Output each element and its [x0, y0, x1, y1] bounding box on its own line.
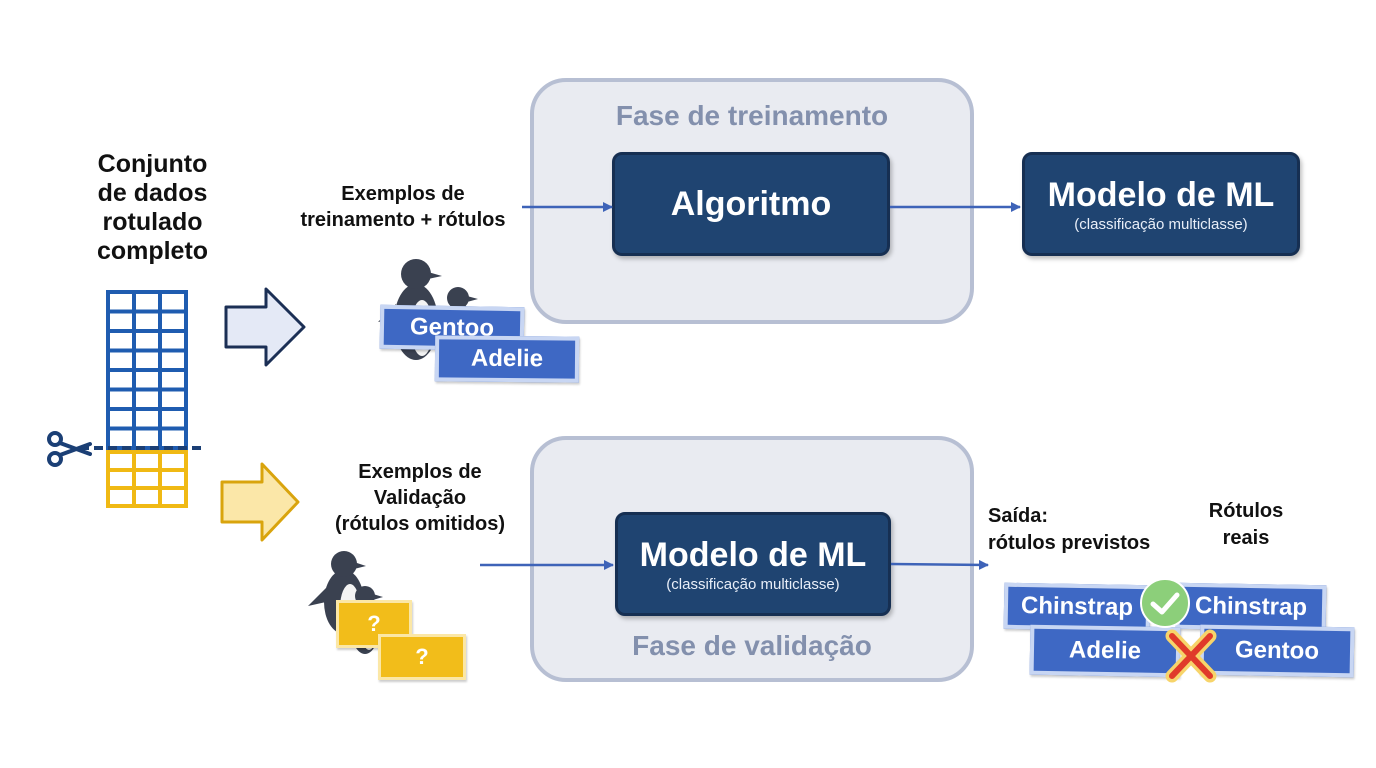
training-examples-label-line: Exemplos de	[341, 183, 465, 205]
table-cell	[110, 430, 132, 446]
actual-label-tag: Chinstrap	[1175, 582, 1327, 632]
table-cell	[162, 454, 184, 468]
actual-label-tag: Gentoo	[1199, 624, 1355, 678]
output-label-line: rótulos previstos	[988, 532, 1151, 554]
validation-examples-label: Exemplos de Validação (rótulos omitidos)	[320, 459, 520, 537]
table-cell	[110, 454, 132, 468]
output-label: Saída: rótulos previstos	[988, 503, 1173, 557]
true-labels-heading-line: Rótulos	[1208, 500, 1284, 522]
training-label-text: Adelie	[470, 344, 544, 373]
trained-model-box: Modelo de ML (classificação multiclasse)	[1022, 152, 1300, 256]
algorithm-label: Algoritmo	[670, 185, 832, 223]
arrow-icon	[220, 462, 300, 542]
table-cell	[136, 454, 158, 468]
actual-label-text: Chinstrap	[1194, 592, 1308, 621]
validation-model-box: Modelo de ML (classificação multiclasse)	[615, 512, 891, 616]
scissors-icon	[47, 431, 92, 467]
training-phase-label: Fase de treinamento	[615, 100, 889, 131]
table-cell	[110, 472, 132, 486]
output-label-line: Saída:	[988, 505, 1049, 527]
hidden-label-text: ?	[367, 611, 381, 636]
table-cell	[162, 472, 184, 486]
table-cell	[162, 352, 184, 368]
table-cell	[136, 333, 158, 349]
validation-rows-table	[106, 450, 188, 508]
table-cell	[136, 372, 158, 388]
predicted-label-text: Adelie	[1068, 636, 1142, 665]
check-icon	[1140, 578, 1190, 628]
table-cell	[110, 333, 132, 349]
table-cell	[162, 333, 184, 349]
table-cell	[136, 391, 158, 407]
true-labels-heading: Rótulos reais	[1196, 498, 1296, 552]
actual-label-text: Gentoo	[1234, 636, 1320, 665]
training-label-tag: Adelie	[434, 335, 580, 383]
validation-examples-label-line: (rótulos omitidos)	[335, 513, 505, 535]
training-examples-label-line: treinamento + rótulos	[300, 209, 506, 231]
table-cell	[162, 372, 184, 388]
table-cell	[136, 352, 158, 368]
hidden-label-tag: ?	[378, 634, 466, 680]
table-cell	[162, 430, 184, 446]
table-cell	[162, 490, 184, 504]
true-labels-heading-line: reais	[1222, 527, 1270, 549]
validation-examples-label-line: Exemplos de	[358, 461, 482, 483]
trained-model-title: Modelo de ML	[1047, 175, 1275, 214]
cross-icon	[1165, 629, 1217, 683]
hidden-label-text: ?	[415, 644, 429, 669]
table-cell	[162, 294, 184, 310]
table-cell	[136, 430, 158, 446]
table-cell	[110, 490, 132, 504]
table-cell	[136, 411, 158, 427]
predicted-label-tag: Adelie	[1029, 624, 1181, 678]
dataset-title-line: Conjunto	[97, 150, 208, 178]
table-cell	[136, 294, 158, 310]
table-cell	[110, 391, 132, 407]
table-cell	[136, 472, 158, 486]
table-cell	[136, 313, 158, 329]
validation-model-subtitle: (classificação multiclasse)	[666, 575, 840, 593]
dataset-title-line: de dados	[97, 179, 208, 207]
table-cell	[136, 490, 158, 504]
predicted-label-tag: Chinstrap	[1003, 582, 1151, 632]
training-rows-table	[106, 290, 188, 450]
table-cell	[110, 352, 132, 368]
table-cell	[162, 313, 184, 329]
dataset-title: Conjunto de dados rotulado completo	[70, 150, 235, 266]
validation-model-title: Modelo de ML	[639, 535, 867, 574]
arrow-icon	[224, 287, 306, 367]
predicted-label-text: Chinstrap	[1020, 592, 1134, 621]
algorithm-box: Algoritmo	[612, 152, 890, 256]
dataset-title-line: rotulado	[102, 208, 203, 236]
training-examples-label: Exemplos de treinamento + rótulos	[280, 181, 526, 233]
validation-phase-label: Fase de validação	[632, 630, 872, 661]
validation-examples-label-line: Validação	[373, 487, 467, 509]
table-cell	[110, 313, 132, 329]
table-cell	[110, 294, 132, 310]
table-cell	[110, 372, 132, 388]
hidden-label-tag: ?	[336, 600, 412, 648]
table-cell	[162, 411, 184, 427]
table-cell	[162, 391, 184, 407]
dataset-title-line: completo	[96, 237, 209, 265]
table-cell	[110, 411, 132, 427]
trained-model-subtitle: (classificação multiclasse)	[1074, 215, 1248, 233]
